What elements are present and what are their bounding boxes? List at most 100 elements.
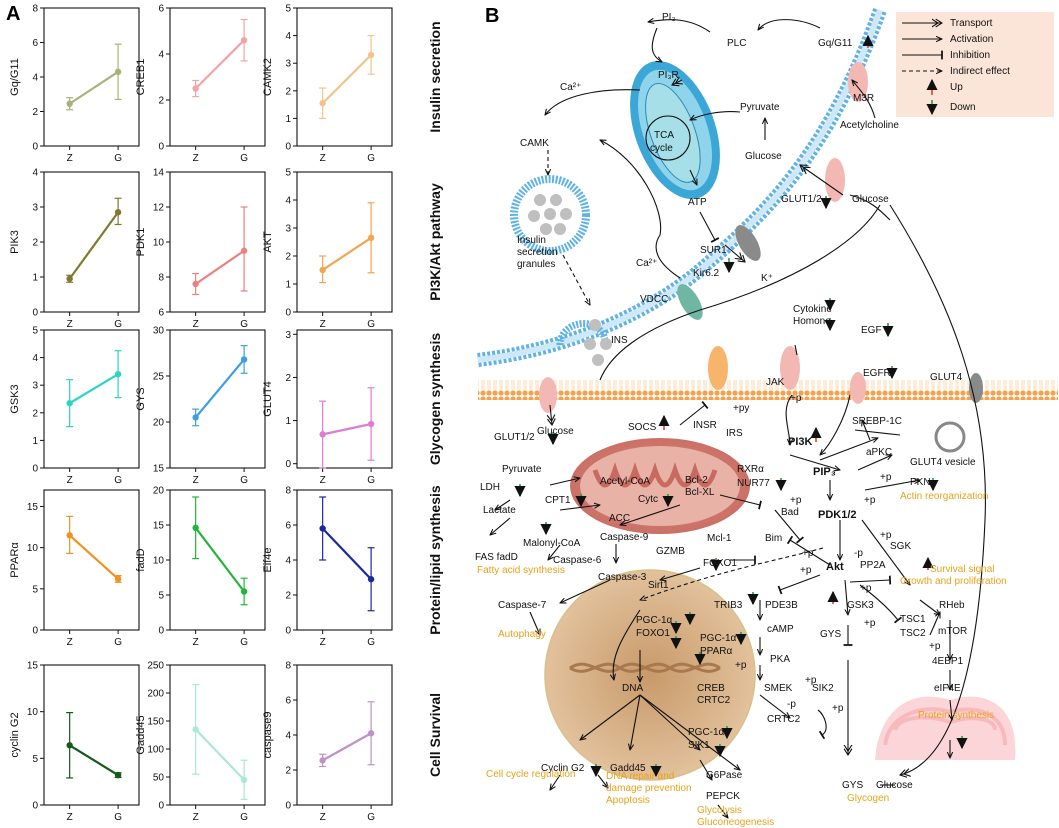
- plot-frame: [296, 329, 393, 469]
- series-line: [322, 236, 372, 271]
- y-axis-label: GSK3: [9, 384, 21, 413]
- y-tick-label: 0: [32, 308, 38, 319]
- series-line: [194, 358, 245, 419]
- row-title-4: Cell Survival: [427, 693, 443, 777]
- series-line: [194, 39, 245, 90]
- data-point: [319, 757, 326, 764]
- insr-label: INSR: [693, 420, 717, 431]
- plot-frame: [43, 171, 140, 313]
- legend-inhibition: Inhibition: [950, 50, 990, 61]
- data-point: [240, 776, 248, 783]
- irs-label: IRS: [726, 428, 743, 439]
- y-tick-label: 5: [285, 168, 291, 179]
- y-tick-label: 0: [32, 142, 38, 153]
- plot-frame: [43, 664, 140, 806]
- gzmb-label: GZMB: [656, 546, 685, 557]
- y-tick-label: 2: [158, 96, 164, 107]
- cpt1-label: CPT1: [545, 495, 571, 506]
- x-tick-label: Z: [320, 153, 326, 164]
- dnarep-label-2: damage prevention: [606, 783, 692, 794]
- y-tick-label: 0: [158, 801, 164, 812]
- ebp1-label: 4EBP1: [932, 656, 964, 667]
- data-point: [114, 68, 122, 76]
- ldh-label: LDH: [480, 482, 500, 493]
- egfr-receptor: [850, 372, 866, 404]
- plot-frame: [169, 664, 266, 806]
- series-line: [69, 744, 119, 777]
- mitochondrion-beta: [630, 60, 720, 200]
- insr-receptor: [708, 346, 728, 390]
- plot-cyclin G2: 051015cyclin G2ZG: [9, 661, 140, 823]
- p-label-4: +p: [880, 472, 892, 483]
- crtc2b-label: CRTC2: [767, 714, 801, 725]
- series-line: [69, 70, 119, 105]
- dna-label: DNA: [622, 683, 643, 694]
- plot-frame: [169, 7, 266, 147]
- ins-label: INS: [611, 335, 628, 346]
- y-tick-label: 0: [285, 308, 291, 319]
- series-line: [195, 249, 245, 285]
- x-tick-label: Z: [193, 319, 199, 330]
- socs-label: SOCS: [628, 422, 657, 433]
- data-point: [192, 280, 199, 288]
- data-point: [192, 85, 199, 92]
- y-tick-label: 15: [153, 521, 165, 532]
- plot-frame: [43, 7, 140, 147]
- ppara-label: PPARα: [700, 646, 732, 657]
- x-tick-label: Z: [67, 812, 73, 823]
- bim-label: Bim: [765, 533, 782, 544]
- gys-label-1: GYS: [820, 629, 841, 640]
- y-axis-label: AKT: [262, 231, 274, 253]
- p-label-8: +p: [880, 530, 892, 541]
- y-tick-label: 0: [285, 626, 291, 637]
- pkn-label: PKN: [910, 477, 931, 488]
- pi3-label: PI₃: [662, 12, 676, 23]
- pip3-label: PIP₃: [813, 466, 836, 478]
- p-label-13: +p: [805, 675, 817, 686]
- data-point: [114, 575, 122, 583]
- data-point: [66, 399, 73, 407]
- data-point: [319, 100, 326, 107]
- data-point: [192, 524, 199, 531]
- row-title-2: Glycogen synthesis: [427, 333, 443, 465]
- data-point: [319, 266, 326, 274]
- acetylcholine-label: Acetylcholine: [840, 120, 899, 131]
- rxra-label: RXRα: [737, 464, 764, 475]
- y-tick-label: 6: [285, 696, 291, 707]
- plot-frame: [296, 7, 393, 147]
- m3r-label: M3R: [853, 93, 874, 104]
- row-title-3: Protein/lipid synthesis: [427, 485, 443, 635]
- x-tick-label: Z: [320, 812, 326, 823]
- malonyl-label: Malonyl-CoA: [523, 538, 581, 549]
- y-tick-label: 5: [158, 591, 164, 602]
- vdcc-label: VDCC: [640, 294, 668, 305]
- foxo1n-label: FOXO1: [636, 628, 670, 639]
- growth-label: Growth and proliferation: [900, 576, 1007, 587]
- tsc2-label: TSC2: [900, 628, 926, 639]
- isg-label-3: granules: [517, 259, 555, 270]
- y-tick-label: 0: [158, 142, 164, 153]
- casp7-label: Caspase-7: [498, 600, 547, 611]
- series-line: [321, 527, 372, 581]
- data-point: [66, 742, 73, 749]
- data-point: [240, 247, 248, 254]
- x-tick-label: Z: [193, 812, 199, 823]
- y-tick-label: 4: [32, 168, 38, 179]
- plot-frame: [169, 171, 266, 313]
- sgk-label: SGK: [890, 541, 911, 552]
- smek-label: SMEK: [764, 683, 793, 694]
- series-line: [68, 211, 119, 280]
- y-tick-label: 4: [285, 731, 291, 742]
- y-tick-label: 3: [285, 224, 291, 235]
- y-tick-label: 5: [32, 326, 38, 337]
- data-point: [192, 414, 199, 421]
- y-tick-label: 4: [32, 73, 38, 84]
- data-point: [319, 431, 326, 438]
- y-tick-label: 8: [32, 4, 38, 15]
- glucose-label-1: Glucose: [745, 151, 782, 162]
